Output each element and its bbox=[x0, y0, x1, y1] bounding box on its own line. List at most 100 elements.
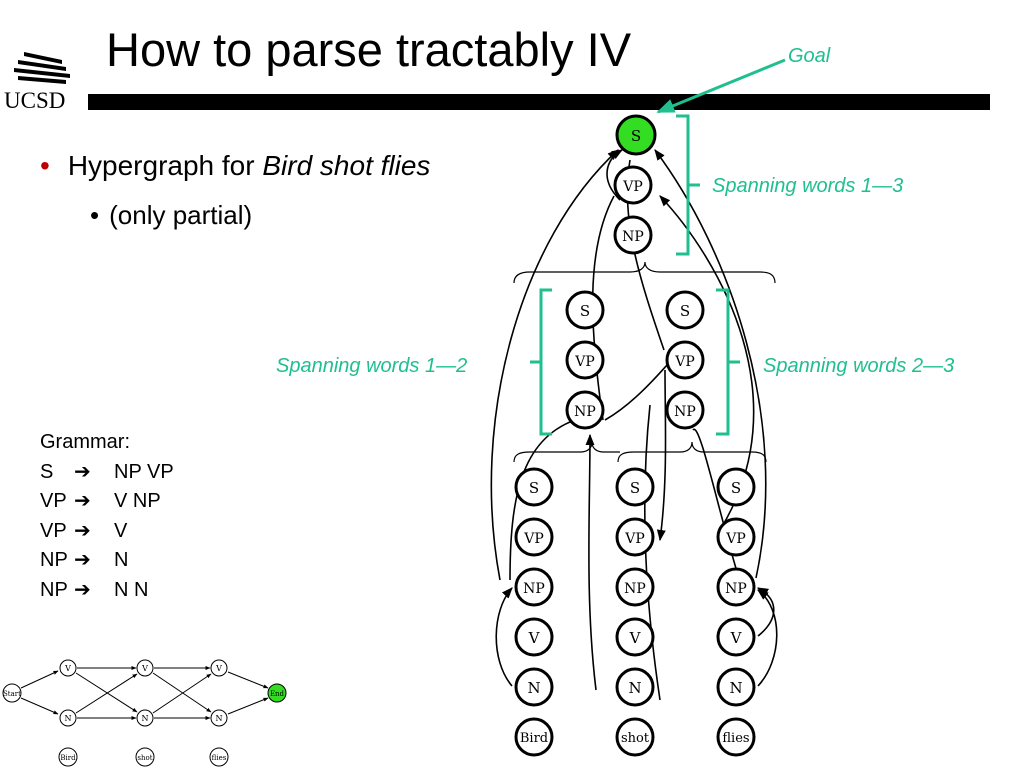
node: NP bbox=[613, 215, 653, 255]
node-label: NP bbox=[674, 404, 696, 420]
sub-bullet-partial: •(only partial) bbox=[90, 200, 252, 231]
edge bbox=[692, 428, 743, 589]
edge bbox=[606, 149, 623, 201]
edge bbox=[644, 404, 661, 701]
node: VP bbox=[615, 517, 655, 557]
group-braces bbox=[513, 261, 776, 463]
node-label: V bbox=[730, 629, 743, 647]
node-label: S bbox=[630, 479, 640, 497]
lattice-word: shot bbox=[135, 747, 155, 767]
rule-rhs: N bbox=[114, 549, 129, 571]
node: S bbox=[565, 290, 605, 330]
node-label: V bbox=[64, 664, 71, 673]
brace-left bbox=[513, 441, 620, 463]
arrow-right-icon: ➔ bbox=[74, 519, 91, 542]
word-label: flies bbox=[722, 731, 749, 746]
node: S bbox=[615, 467, 655, 507]
bracket-span-2-3-right bbox=[716, 288, 730, 436]
node: V bbox=[615, 617, 655, 657]
grammar-rule: VP ➔ V bbox=[40, 517, 174, 547]
arrow-right-icon: ➔ bbox=[74, 490, 91, 512]
sub-bullet-text: (only partial) bbox=[109, 200, 253, 230]
node-label: V bbox=[215, 664, 222, 673]
node: NP bbox=[514, 567, 554, 607]
lattice-node-start: Start bbox=[2, 683, 22, 703]
lattice-node: V bbox=[210, 659, 228, 677]
word-label: flies bbox=[212, 754, 227, 762]
ucsd-triton-logo bbox=[14, 52, 70, 84]
node: N bbox=[514, 667, 554, 707]
lattice-node: N bbox=[136, 709, 154, 727]
bullet-hypergraph: •Hypergraph for Bird shot flies bbox=[40, 150, 430, 182]
node-label: S bbox=[529, 479, 539, 497]
node-label: N bbox=[142, 714, 149, 723]
rule-lhs: NP bbox=[40, 578, 68, 601]
span-1-3-label: Spanning words 1—3 bbox=[712, 175, 903, 197]
node-label: VP bbox=[674, 354, 695, 370]
rule-lhs: S bbox=[40, 460, 54, 483]
rule-rhs: NP VP bbox=[114, 460, 174, 483]
node: VP bbox=[613, 165, 653, 205]
node-label: N bbox=[216, 714, 223, 723]
node-label: VP bbox=[624, 531, 645, 547]
node: VP bbox=[665, 340, 705, 380]
node: NP bbox=[716, 567, 756, 607]
bracket-span-1-3 bbox=[676, 114, 690, 256]
node-label: VP bbox=[523, 531, 544, 547]
span-brackets bbox=[530, 114, 740, 436]
grammar-rule: VP➔V NP bbox=[40, 487, 174, 517]
slide-title: How to parse tractably IV bbox=[106, 23, 632, 76]
node: N bbox=[615, 667, 655, 707]
rule-rhs: N N bbox=[114, 578, 149, 601]
bullet-text-plain: Hypergraph for bbox=[67, 150, 263, 181]
word-column-flies: S VP NP V N flies bbox=[716, 467, 756, 757]
node: VP bbox=[565, 340, 605, 380]
lattice-node-end: End bbox=[267, 683, 287, 703]
grammar-block: Grammar: S➔NP VP VP➔V NP VP➔V NP➔N NP➔N … bbox=[40, 428, 174, 605]
node-label: NP bbox=[574, 404, 596, 420]
lattice-node: N bbox=[210, 709, 228, 727]
node-label: S bbox=[580, 302, 590, 320]
node-label: End bbox=[270, 690, 285, 698]
word-column-bird: S VP NP V N Bird bbox=[514, 467, 554, 757]
node-goal-s: S bbox=[615, 114, 657, 156]
node-label: NP bbox=[622, 229, 644, 245]
node: NP bbox=[665, 390, 705, 430]
node-label: V bbox=[528, 629, 541, 647]
node: NP bbox=[565, 390, 605, 430]
edge bbox=[585, 433, 597, 691]
node-label: S bbox=[631, 127, 641, 145]
rule-lhs: VP bbox=[40, 490, 67, 512]
node: S bbox=[514, 467, 554, 507]
grammar-rule: S➔NP VP bbox=[40, 458, 174, 488]
grammar-rule: NP➔N N bbox=[40, 576, 174, 606]
edge bbox=[656, 369, 667, 542]
node: V bbox=[716, 617, 756, 657]
node-label: N bbox=[628, 679, 641, 697]
word-label: Bird bbox=[60, 754, 76, 762]
node: S bbox=[665, 290, 705, 330]
node-group-mid-right: S VP NP bbox=[665, 290, 705, 430]
node-label: VP bbox=[622, 179, 643, 195]
lattice-node: V bbox=[59, 659, 77, 677]
rule-lhs: VP bbox=[40, 519, 67, 542]
edge bbox=[604, 359, 673, 421]
node-label: NP bbox=[725, 581, 747, 597]
word-label: shot bbox=[621, 731, 650, 746]
lattice-node: V bbox=[136, 659, 154, 677]
edge bbox=[654, 149, 767, 579]
word-lattice: Start V V V N N N End Bird shot flies bbox=[2, 659, 287, 767]
word-label: shot bbox=[137, 754, 152, 762]
word-node: shot bbox=[615, 717, 655, 757]
span-2-3-label: Spanning words 2—3 bbox=[763, 355, 954, 377]
lattice-word: flies bbox=[209, 747, 229, 767]
ucsd-logo-text: UCSD bbox=[4, 88, 66, 113]
node: V bbox=[514, 617, 554, 657]
node-label: N bbox=[527, 679, 540, 697]
rule-rhs: V bbox=[114, 519, 128, 542]
node-group-top: S VP NP bbox=[613, 114, 657, 255]
node-label: NP bbox=[624, 581, 646, 597]
word-label: Bird bbox=[520, 731, 548, 746]
node-label: N bbox=[65, 714, 72, 723]
